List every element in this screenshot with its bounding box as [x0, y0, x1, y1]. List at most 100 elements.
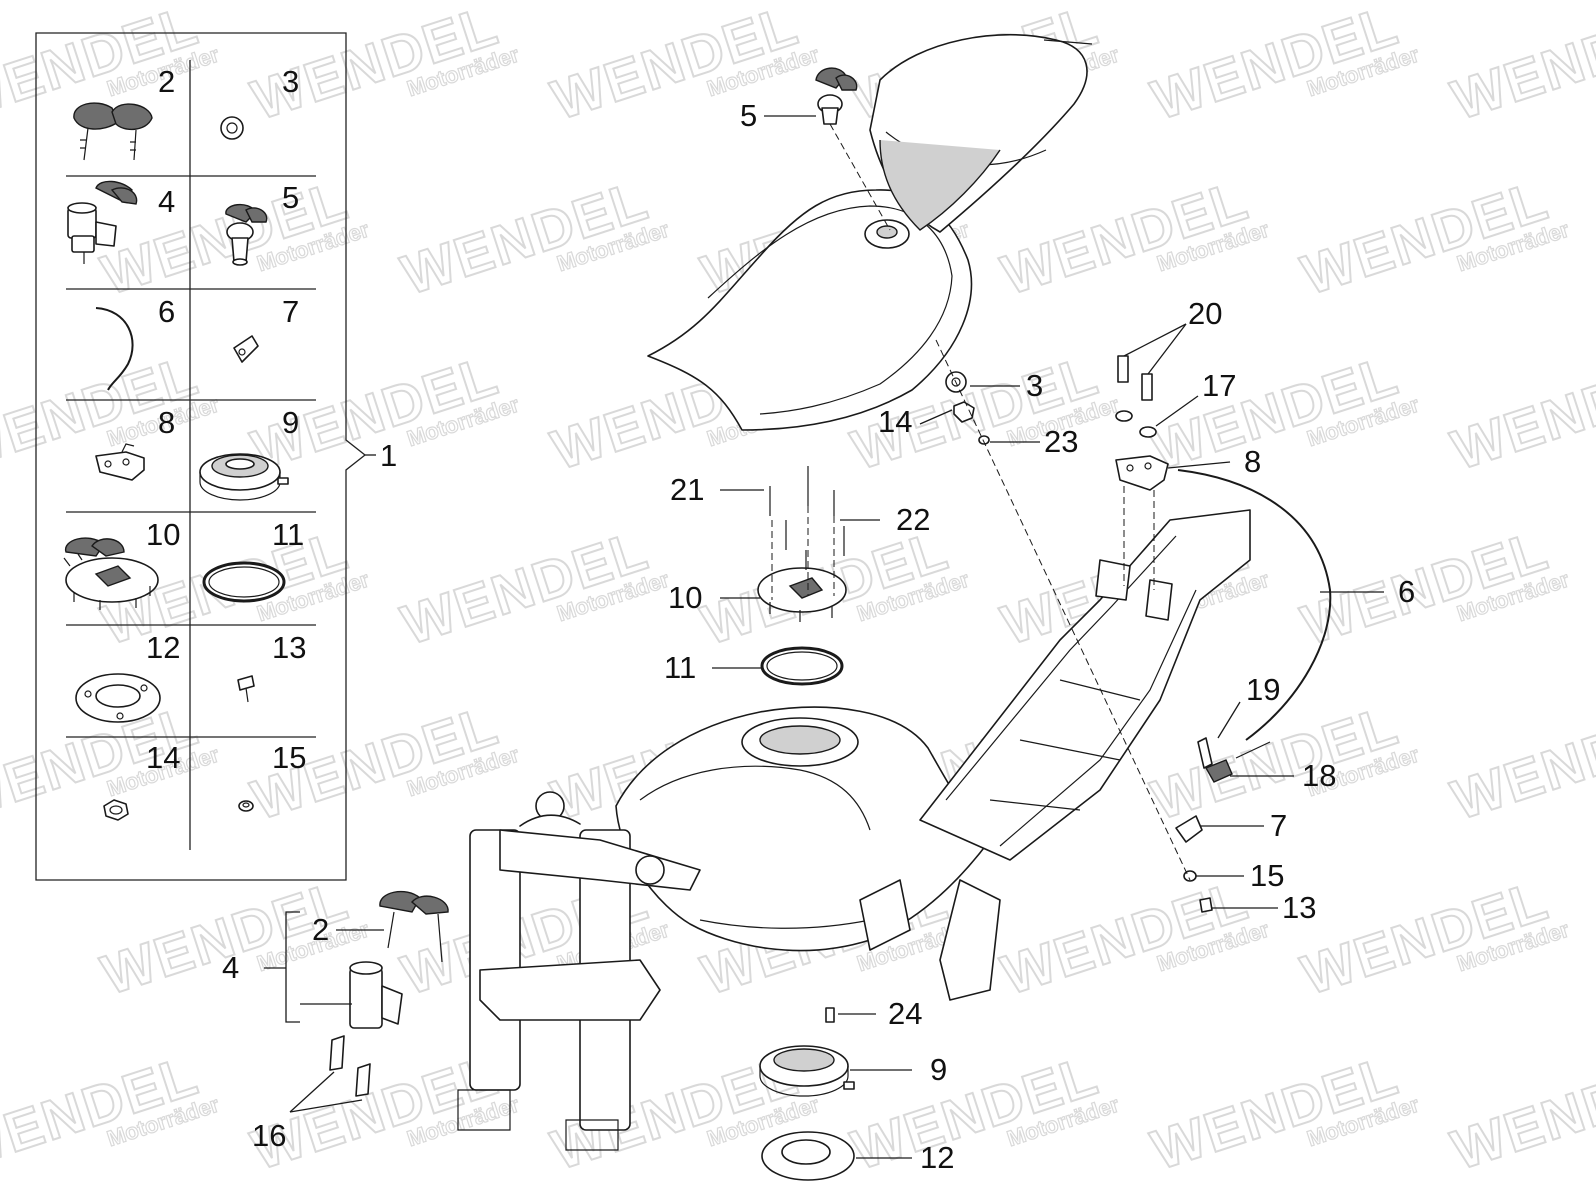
callout-19: 19 — [1246, 672, 1280, 707]
screw-icon — [237, 675, 255, 703]
inset-number-8: 8 — [158, 405, 175, 440]
release-cable-icon — [95, 307, 134, 391]
o-ring-part — [760, 646, 844, 686]
cable-clip-part — [1175, 815, 1203, 843]
inset-number-10: 10 — [146, 517, 180, 552]
callout-20: 20 — [1188, 296, 1222, 331]
front-fork — [457, 791, 701, 1151]
kit-inset-box: 1 2 3 4 5 6 7 8 9 10 11 12 13 14 15 — [35, 32, 397, 881]
callout-12: 12 — [920, 1140, 954, 1175]
inset-number-9: 9 — [282, 405, 299, 440]
assembly-line-latch — [1123, 486, 1155, 590]
release-cable-part — [1177, 469, 1332, 741]
cable-end-18-19 — [1197, 737, 1271, 783]
inset-number-13: 13 — [272, 630, 306, 665]
callout-6: 6 — [1398, 574, 1415, 609]
callout-17: 17 — [1202, 368, 1236, 403]
callout-leaders — [264, 115, 1384, 1159]
hex-nut-part — [953, 401, 975, 423]
inset-number-14: 14 — [146, 740, 180, 775]
inset-number-12: 12 — [146, 630, 180, 665]
callout-8: 8 — [1244, 444, 1261, 479]
rear-frame — [859, 509, 1251, 1001]
callout-2: 2 — [312, 912, 329, 947]
cable-clip-icon — [233, 335, 259, 363]
callout-4: 4 — [222, 950, 239, 985]
inset-number-5: 5 — [282, 180, 299, 215]
inset-number-15: 15 — [272, 740, 306, 775]
gasket-icon — [75, 673, 161, 723]
callout-7: 7 — [1270, 808, 1287, 843]
callout-5: 5 — [740, 98, 757, 133]
screw-part-24 — [825, 1007, 835, 1023]
seat — [647, 34, 1093, 431]
watermark-brand: WENDEL — [1444, 0, 1596, 131]
bolts-20 — [1115, 355, 1157, 438]
gasket-part — [761, 1131, 855, 1181]
callout-14: 14 — [878, 404, 912, 439]
inset-number-6: 6 — [158, 294, 175, 329]
callout-13: 13 — [1282, 890, 1316, 925]
callout-23: 23 — [1044, 424, 1078, 459]
fuel-cap-icon — [63, 537, 159, 610]
callout-21: 21 — [670, 472, 704, 507]
ignition-lock-cylinder-icon — [67, 180, 138, 264]
callout-18: 18 — [1302, 758, 1336, 793]
latch-bracket-part — [1115, 455, 1169, 491]
callout-3: 3 — [1026, 368, 1043, 403]
seat-lock-icon — [225, 204, 268, 266]
inset-number-4: 4 — [158, 184, 175, 219]
callout-16: 16 — [252, 1118, 286, 1153]
callout-numbers: 5 3 14 23 20 17 8 21 22 10 11 6 19 18 7 … — [222, 98, 1415, 1175]
washer-icon — [238, 800, 254, 812]
callout-10: 10 — [668, 580, 702, 615]
seat-lock-top — [815, 67, 858, 125]
fuel-cap-part — [757, 567, 847, 622]
callout-24: 24 — [888, 996, 922, 1031]
callout-22: 22 — [896, 502, 930, 537]
assembly-line-cap — [771, 506, 835, 600]
screw-part-13 — [1199, 897, 1213, 913]
inset-number-7: 7 — [282, 294, 299, 329]
watermark-brand: WENDEL — [1444, 693, 1596, 832]
hex-nut-icon — [103, 799, 129, 821]
callout-9: 9 — [930, 1052, 947, 1087]
lock-washer-icon — [220, 116, 244, 140]
screws-21-22 — [769, 466, 845, 570]
assembly-line-seat — [829, 123, 1191, 881]
o-ring-icon — [202, 561, 286, 603]
callout-11: 11 — [664, 650, 696, 685]
inset-number-2: 2 — [158, 64, 175, 99]
callout-15: 15 — [1250, 858, 1284, 893]
washer-part-23 — [978, 435, 990, 445]
latch-bracket-icon — [95, 443, 145, 481]
filler-neck-icon — [199, 453, 289, 501]
ignition-lock-assembly — [329, 890, 449, 1097]
inset-number-3: 3 — [282, 64, 299, 99]
watermark-brand: WENDEL — [1444, 343, 1596, 482]
ignition-keys-icon — [73, 102, 153, 161]
watermark-brand: WENDEL — [1444, 1043, 1596, 1182]
callout-1: 1 — [380, 438, 397, 473]
filler-neck-part — [759, 1045, 855, 1097]
inset-number-11: 11 — [272, 517, 304, 552]
